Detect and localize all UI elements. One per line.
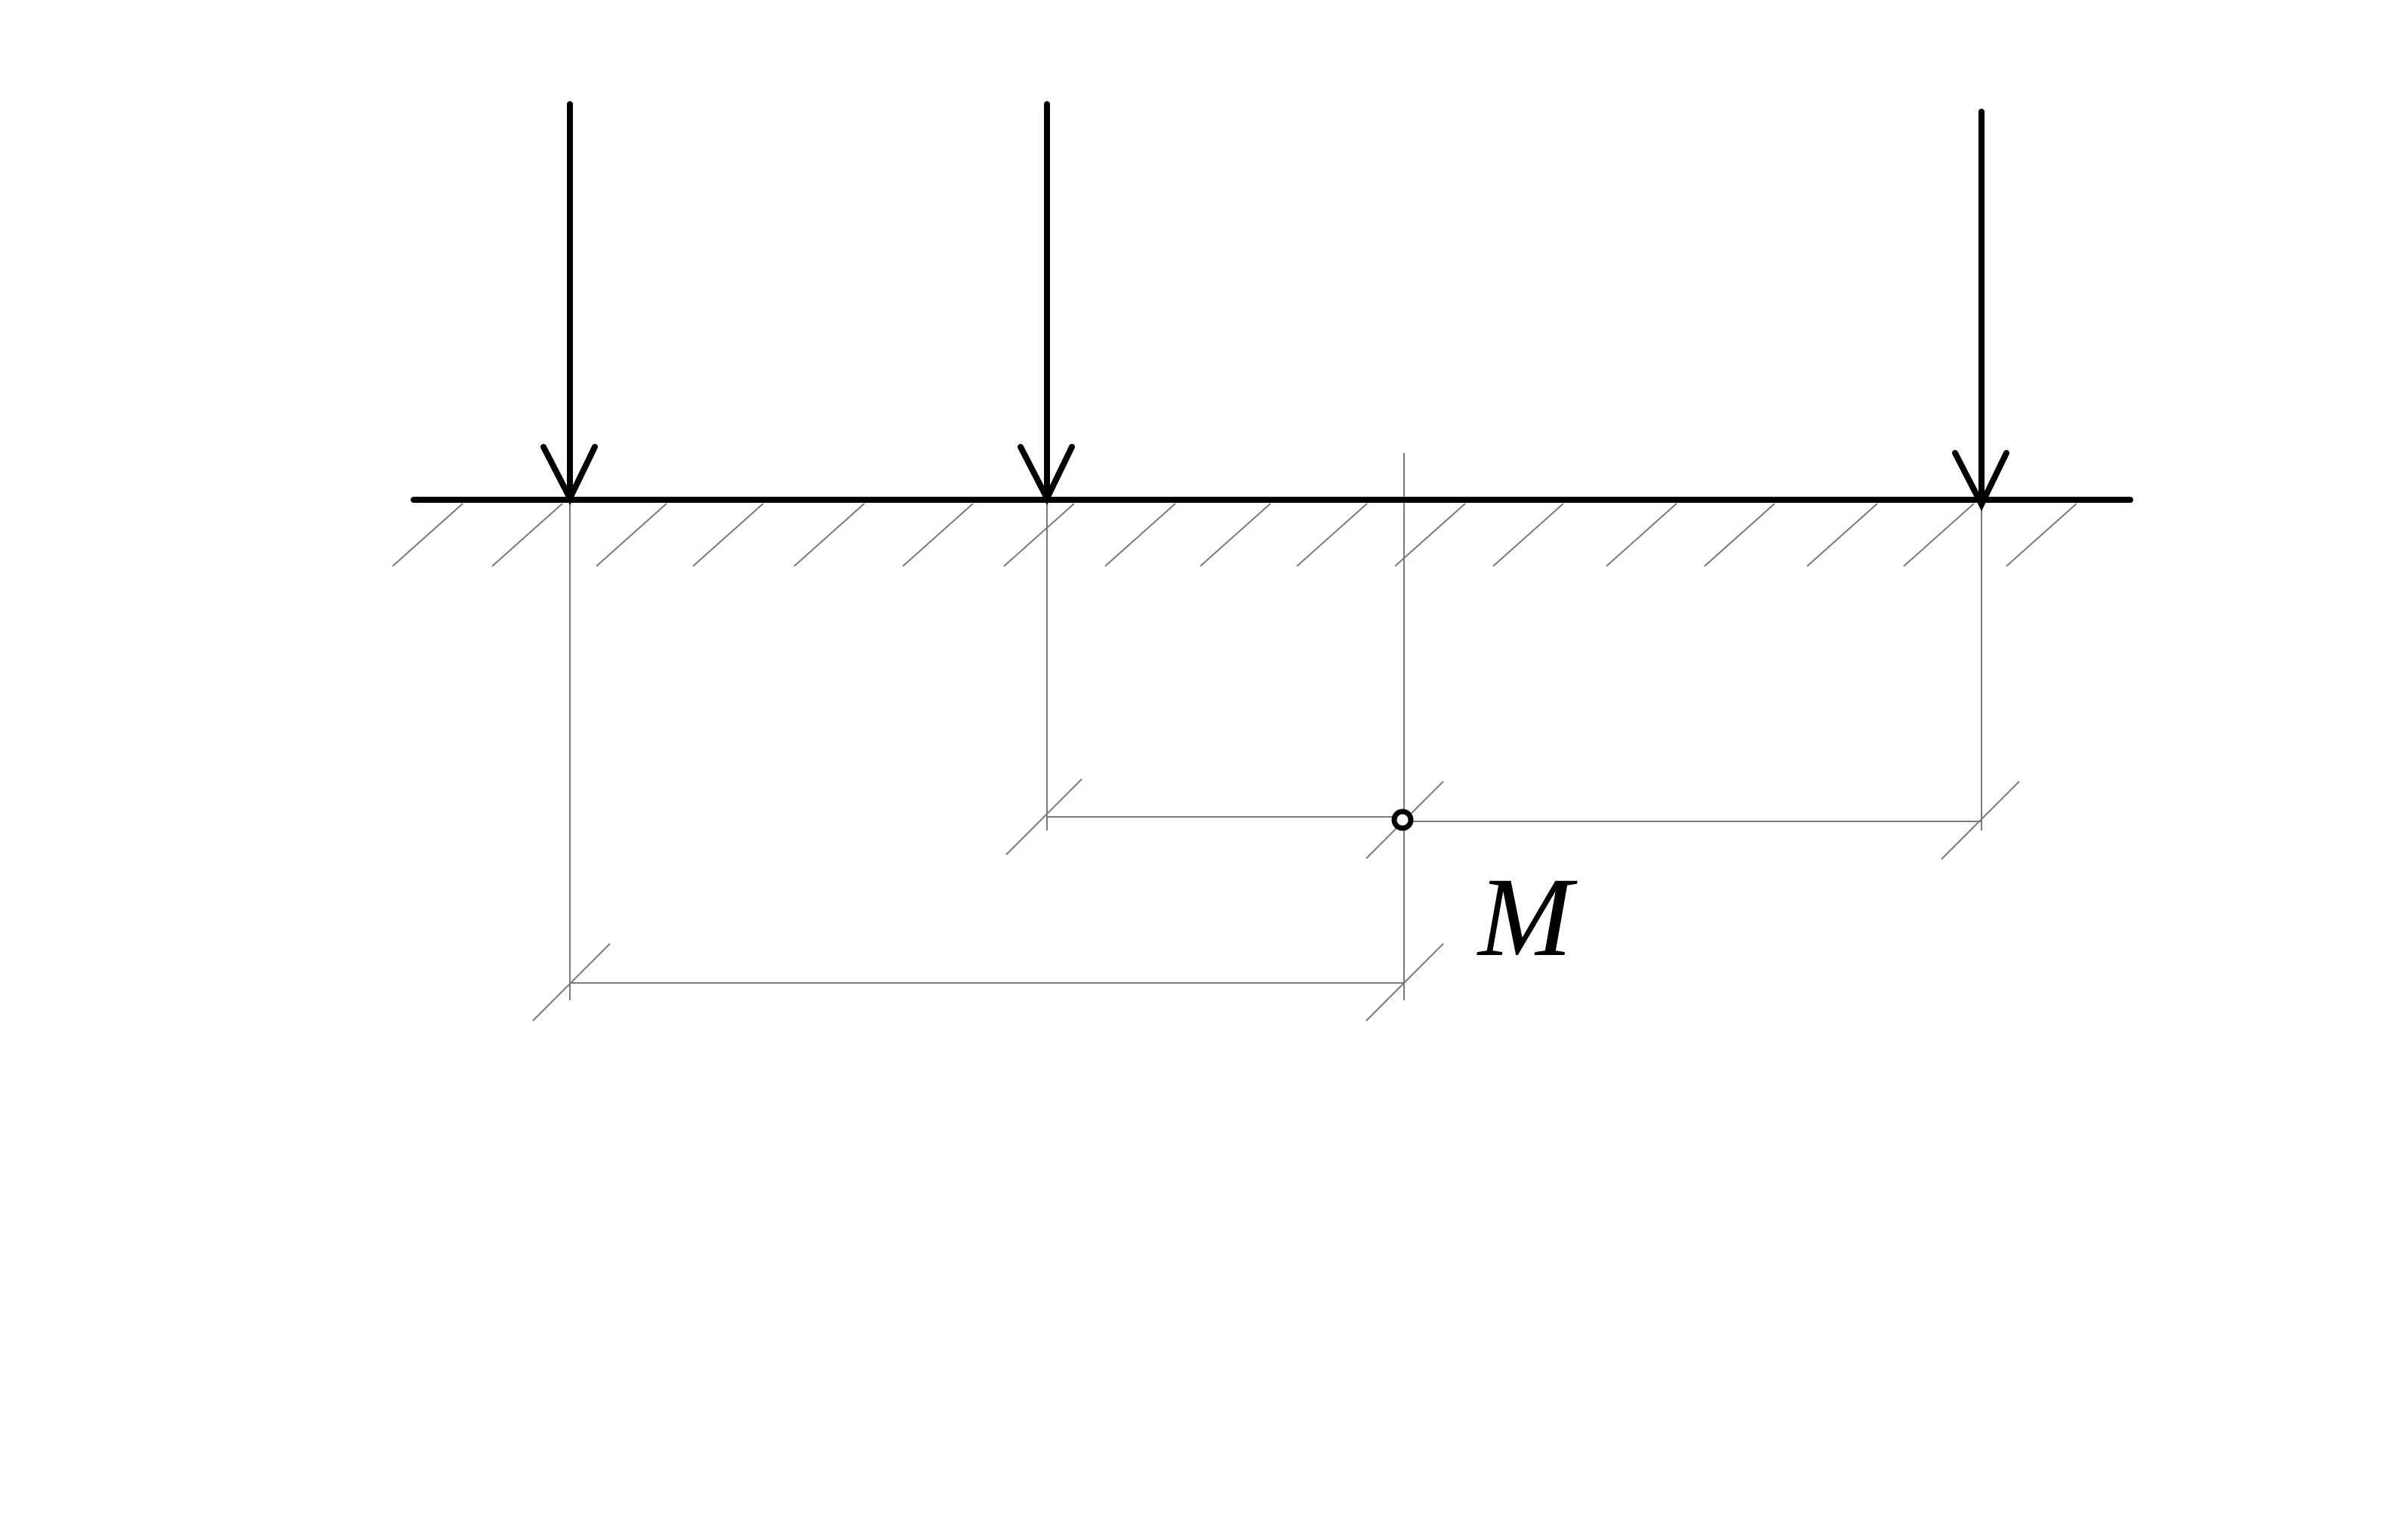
arrow-down-icon xyxy=(1018,444,1075,505)
hatch-mark xyxy=(1003,503,1075,567)
hatch-mark xyxy=(793,503,865,567)
hatch-mark xyxy=(692,503,764,567)
dimension-tick xyxy=(1941,781,2020,860)
hatch-mark xyxy=(1104,503,1176,567)
ground-hatching xyxy=(392,503,2077,567)
hatch-mark xyxy=(902,503,974,567)
hatch-mark xyxy=(596,503,667,567)
dimension-tick xyxy=(1005,778,1082,855)
force-arrow-1 xyxy=(540,101,598,505)
extension-lines xyxy=(569,453,1982,1000)
hatch-mark xyxy=(1704,503,1775,567)
arrow-down-icon xyxy=(1952,450,2009,511)
dimension-lines xyxy=(532,778,2020,1021)
point-m-marker xyxy=(1391,809,1414,831)
hatch-mark xyxy=(392,503,463,567)
dimension-tick xyxy=(532,943,611,1021)
force-arrow-3 xyxy=(1952,109,2009,511)
hatch-mark xyxy=(1394,503,1466,567)
arrow-down-icon xyxy=(540,444,598,505)
hatch-mark xyxy=(1199,503,1271,567)
hatch-mark xyxy=(2006,503,2077,567)
hatch-mark xyxy=(1606,503,1677,567)
force-arrow-2 xyxy=(1018,101,1075,505)
point-label: M xyxy=(1477,855,1578,980)
hatch-mark xyxy=(1903,503,1975,567)
hatch-mark xyxy=(1296,503,1368,567)
hatch-mark xyxy=(1806,503,1878,567)
hatch-mark xyxy=(1492,503,1564,567)
dimension-tick xyxy=(1366,943,1444,1021)
hatch-mark xyxy=(491,503,563,567)
